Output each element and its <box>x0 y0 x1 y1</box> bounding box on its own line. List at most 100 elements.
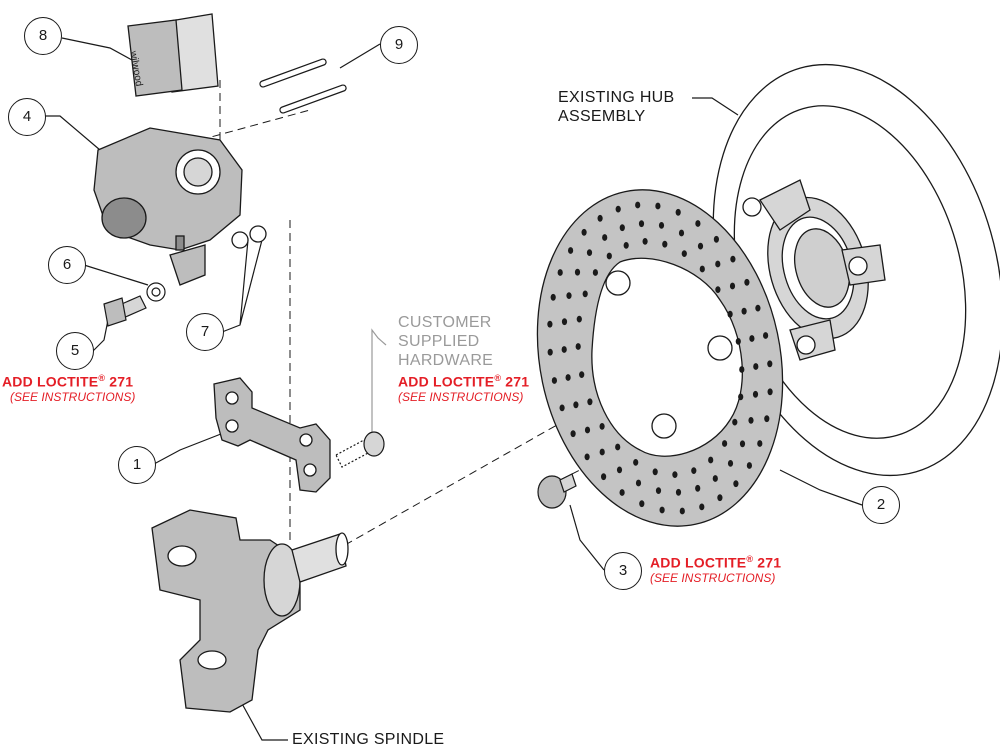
rotor-drill-hole <box>695 484 701 492</box>
rotor-drill-hole <box>755 304 761 312</box>
rotor-drill-hole <box>573 401 579 409</box>
customer-label-line2: SUPPLIED <box>398 333 480 350</box>
callout-number-8: 8 <box>38 27 48 44</box>
rotor-drill-hole <box>767 360 773 368</box>
see-instructions-5: (SEE INSTRUCTIONS) <box>10 389 136 404</box>
leader-line-8 <box>61 37 133 61</box>
loctite-title-5: ADD LOCTITE® 271 <box>2 373 134 390</box>
rotor-drill-hole <box>602 234 608 241</box>
rotor-drill-hole <box>695 220 701 227</box>
rotor-drill-hole <box>642 238 648 245</box>
rotor-drill-hole <box>763 332 769 339</box>
rotor-drill-hole <box>623 242 629 249</box>
rotor-drill-hole <box>565 374 571 381</box>
rotor-drill-hole <box>599 423 605 430</box>
rotor-drill-hole <box>708 456 714 464</box>
brake-pads: wilwood <box>127 13 219 97</box>
rotor-drill-hole <box>574 268 581 276</box>
rotor-drill-hole <box>712 475 718 482</box>
rotor-drill-hole <box>727 310 733 318</box>
rotor-drill-hole <box>587 398 593 406</box>
rotor-drill-hole <box>727 460 734 467</box>
rotor-drill-hole <box>639 500 645 508</box>
rotor-drill-hole <box>616 466 623 474</box>
callout-2 <box>862 486 900 524</box>
rotor-drill-hole <box>655 202 661 210</box>
rotor-drill-hole <box>739 366 745 373</box>
rotor-drill-hole <box>699 503 705 511</box>
rotor-drill-hole <box>757 440 763 447</box>
rotor-drill-hole <box>678 229 685 237</box>
rotor-drill-hole <box>679 507 685 515</box>
see-instructions-3: (SEE INSTRUCTIONS) <box>650 570 776 585</box>
rotor-drill-hole <box>566 292 572 299</box>
rotor-drill-hole <box>557 269 563 276</box>
callout-number-1: 1 <box>132 456 142 473</box>
customer-label-line3: HARDWARE <box>398 352 494 369</box>
callout-1 <box>118 446 156 484</box>
rotor-drill-hole <box>561 346 567 353</box>
leader-line-7 <box>221 239 263 333</box>
rotor-drill-hole <box>550 293 556 301</box>
see-instructions-customer: (SEE INSTRUCTIONS) <box>398 389 524 404</box>
rotor-drill-hole <box>735 338 741 345</box>
rotor-drill-hole <box>675 208 681 216</box>
loctite-note-3: ADD LOCTITE® 271 (SEE INSTRUCTIONS) <box>650 554 781 585</box>
rotor-drill-hole <box>748 417 754 424</box>
rotor-drill-hole <box>764 415 770 423</box>
leader-line-5 <box>91 319 109 353</box>
rotor-drill-hole <box>561 318 568 326</box>
rotor-drill-hole <box>672 471 678 478</box>
callout-7 <box>186 313 224 351</box>
rotor-drill-holes <box>547 201 773 515</box>
rotor-drill-hole <box>619 224 625 232</box>
customer-supplied-bolt <box>335 431 385 468</box>
rotor-drill-hole <box>606 252 612 260</box>
rotor-drill-hole <box>652 468 658 476</box>
rotor-drill-hole <box>739 440 746 448</box>
loctite-title-3: ADD LOCTITE® 271 <box>650 554 782 571</box>
rotor-drill-hole <box>582 290 588 298</box>
rotor-drill-hole <box>584 453 590 461</box>
rotor-drill-hole <box>730 255 736 263</box>
rotor-drill-hole <box>579 371 585 378</box>
callout-3 <box>604 552 642 590</box>
rotor-drill-hole <box>638 220 645 228</box>
customer-hardware-label: CUSTOMER SUPPLIED HARDWARE <box>398 313 493 370</box>
rotor-drill-hole <box>713 235 720 243</box>
loctite-title-customer: ADD LOCTITE® 271 <box>398 373 530 390</box>
rotor-drill-hole <box>744 278 750 286</box>
washer-and-bolt <box>103 282 166 327</box>
callout-number-5: 5 <box>70 342 80 359</box>
callout-number-7: 7 <box>200 323 210 340</box>
callout-number-4: 4 <box>22 108 32 125</box>
rotor-drill-hole <box>675 488 682 496</box>
callout-number-9: 9 <box>394 36 404 53</box>
callout-number-2: 2 <box>876 496 886 513</box>
rotor-drill-hole <box>581 228 587 236</box>
leader-line-1 <box>153 431 227 465</box>
leader-line-hub <box>692 97 739 116</box>
rotor-drill-hole <box>547 320 553 328</box>
assembly-axis-pads <box>199 109 311 141</box>
rotor-drill-hole <box>551 377 558 384</box>
rotor-drill-hole <box>715 286 721 293</box>
rotor-drill-hole <box>733 480 739 488</box>
spindle <box>151 509 349 713</box>
rotor-drill-hole <box>599 448 605 456</box>
spindle-label: EXISTING SPINDLE <box>292 731 445 748</box>
rotor-drill-hole <box>635 479 642 487</box>
retaining-pins <box>259 58 347 114</box>
rotor-drill-hole <box>722 440 728 447</box>
rotor-drill-hole <box>570 430 576 438</box>
rotor-drill-hole <box>659 506 665 514</box>
rotor-drill-hole <box>753 363 759 370</box>
rotor-drill-hole <box>741 307 747 315</box>
callout-number-3: 3 <box>618 562 628 579</box>
rotor-drill-hole <box>715 260 721 268</box>
leader-line-2 <box>779 469 863 506</box>
rotor-drill-hole <box>592 269 599 276</box>
rotor-drill-hole <box>655 487 662 494</box>
callout-5 <box>56 332 94 370</box>
